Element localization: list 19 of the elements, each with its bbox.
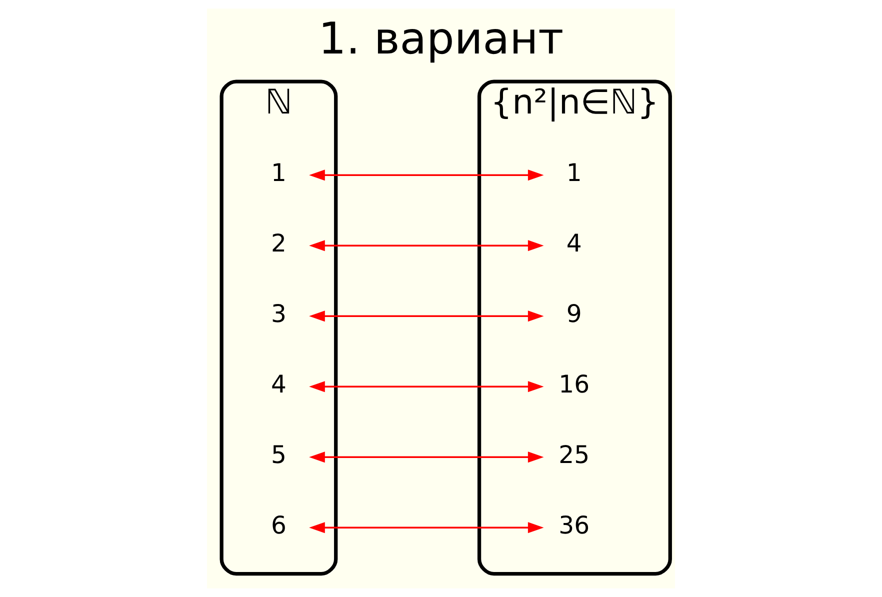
node-text: 36 xyxy=(558,510,590,540)
arrow xyxy=(309,522,544,534)
node-text: 4 xyxy=(270,370,286,399)
arrow xyxy=(309,452,544,463)
node-text: 16 xyxy=(558,370,590,399)
node-text: 9 xyxy=(566,299,582,328)
arrow xyxy=(309,310,544,322)
arrow xyxy=(309,240,544,252)
node-text: 1 xyxy=(566,158,582,188)
node-text: 5 xyxy=(270,440,286,470)
node-text: 25 xyxy=(558,440,590,470)
diagram-title: 1. вариант xyxy=(318,13,564,64)
node-text: 3 xyxy=(270,299,286,328)
node-text: 1 xyxy=(270,158,286,188)
arrow xyxy=(309,381,544,392)
node-text: 6 xyxy=(270,510,286,540)
arrow xyxy=(309,170,544,181)
node-text: 4 xyxy=(566,228,582,258)
node-text: 2 xyxy=(270,228,286,258)
